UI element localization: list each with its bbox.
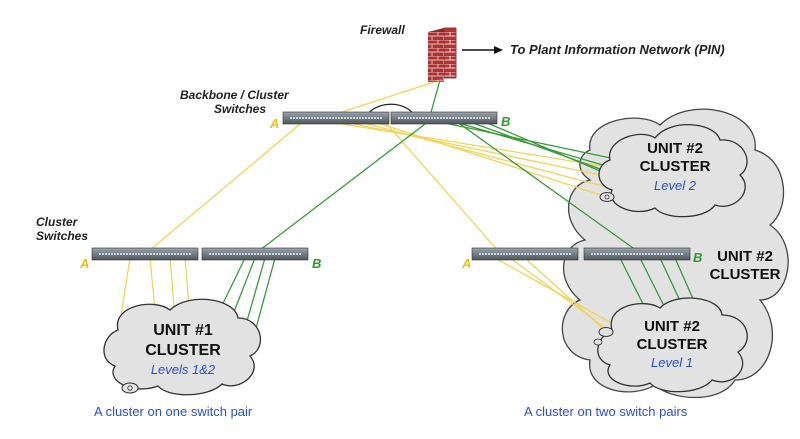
unit2-l1-level: Level 1 <box>651 355 693 370</box>
backbone-label-line2: Switches <box>214 102 267 116</box>
unit2-l1-title-line1: UNIT #2 <box>644 318 700 335</box>
backbone-port-a: A <box>270 116 280 131</box>
cluster-switches-label-line2: Switches <box>36 229 89 243</box>
backbone-port-b: B <box>501 114 511 129</box>
unit1-level: Levels 1&2 <box>150 362 216 377</box>
left-switch-b <box>201 247 309 261</box>
unit2-level1-cloud <box>593 297 748 393</box>
right-port-b: B <box>693 250 703 265</box>
caption-right: A cluster on two switch pairs <box>524 404 688 419</box>
firewall-label: Firewall <box>360 23 405 37</box>
firewall-icon <box>428 27 457 82</box>
unit2-l2-level: Level 2 <box>654 178 696 193</box>
pin-label: To Plant Information Network (PIN) <box>510 42 725 57</box>
unit1-title-line2: CLUSTER <box>145 342 221 359</box>
unit2-l1-title-line2: CLUSTER <box>636 336 708 353</box>
unit1-title-line1: UNIT #1 <box>153 322 213 339</box>
right-port-a: A <box>462 256 472 271</box>
right-switch-b <box>583 247 691 261</box>
left-port-a: A <box>80 256 90 271</box>
unit1-cloud <box>103 298 261 396</box>
left-port-b: B <box>312 256 322 271</box>
backbone-label-line1: Backbone / Cluster <box>180 88 289 102</box>
unit2-level2-cloud <box>598 124 748 218</box>
backbone-switch-a <box>282 111 390 125</box>
backbone-switch-b <box>390 111 498 125</box>
cluster-switches-label-line1: Cluster <box>36 215 78 229</box>
arrow-right-icon <box>462 46 503 54</box>
unit2-l2-title-line2: CLUSTER <box>639 158 711 175</box>
unit2-l2-title-line1: UNIT #2 <box>647 140 703 157</box>
caption-left: A cluster on one switch pair <box>94 404 253 419</box>
left-switch-a <box>91 247 199 261</box>
unit2-big-title-line1: UNIT #2 <box>717 248 773 265</box>
right-switch-a <box>471 247 579 261</box>
unit2-big-title-line2: CLUSTER <box>709 266 781 283</box>
